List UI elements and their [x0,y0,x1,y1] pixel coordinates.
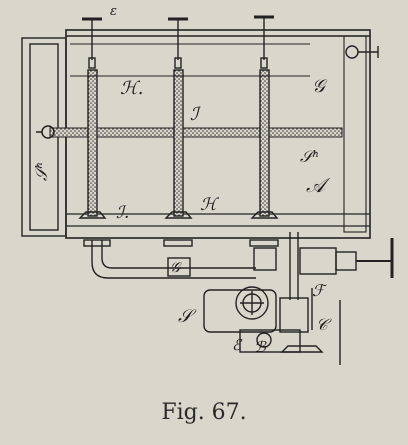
column-left [78,17,107,219]
column-middle [164,17,193,219]
label-g-pipe: 𝒢 [170,260,182,276]
label-a: 𝒜 [306,173,331,197]
technical-drawing: ε ℋ. ℐ 𝒢 𝒮ʰ 𝒮ʰ 𝒜 ℐ. ℋ 𝒢 𝒮 ℱ 𝒞 ℰ ℬ [21,4,394,365]
bottom-pipe [83,232,299,300]
horizontal-bar [36,125,343,139]
label-h-bottom: ℋ [200,195,220,215]
label-s-lower: 𝒮 [178,306,197,327]
label-j-mid: ℐ [190,104,202,125]
label-h-left: ℋ. [120,78,144,99]
column-right [250,15,279,219]
right-top-fitting [345,45,379,59]
figure-caption: Fig. 67. [161,400,247,425]
label-f-lower: ℱ [312,281,328,300]
guide-lines [70,43,310,77]
label-b-lower: ℬ [254,338,267,356]
label-j-bottom: ℐ. [116,203,129,223]
label-c-lower: 𝒞 [316,315,332,334]
label-s-left-side: 𝒮ʰ [32,162,51,181]
label-s-right-side: 𝒮ʰ [300,147,319,166]
label-e-lower: ℰ [232,336,243,354]
valve-assembly [203,238,394,365]
main-tank [65,29,371,239]
label-g-right: 𝒢 [312,76,328,97]
label-e-top: ε [110,4,117,19]
